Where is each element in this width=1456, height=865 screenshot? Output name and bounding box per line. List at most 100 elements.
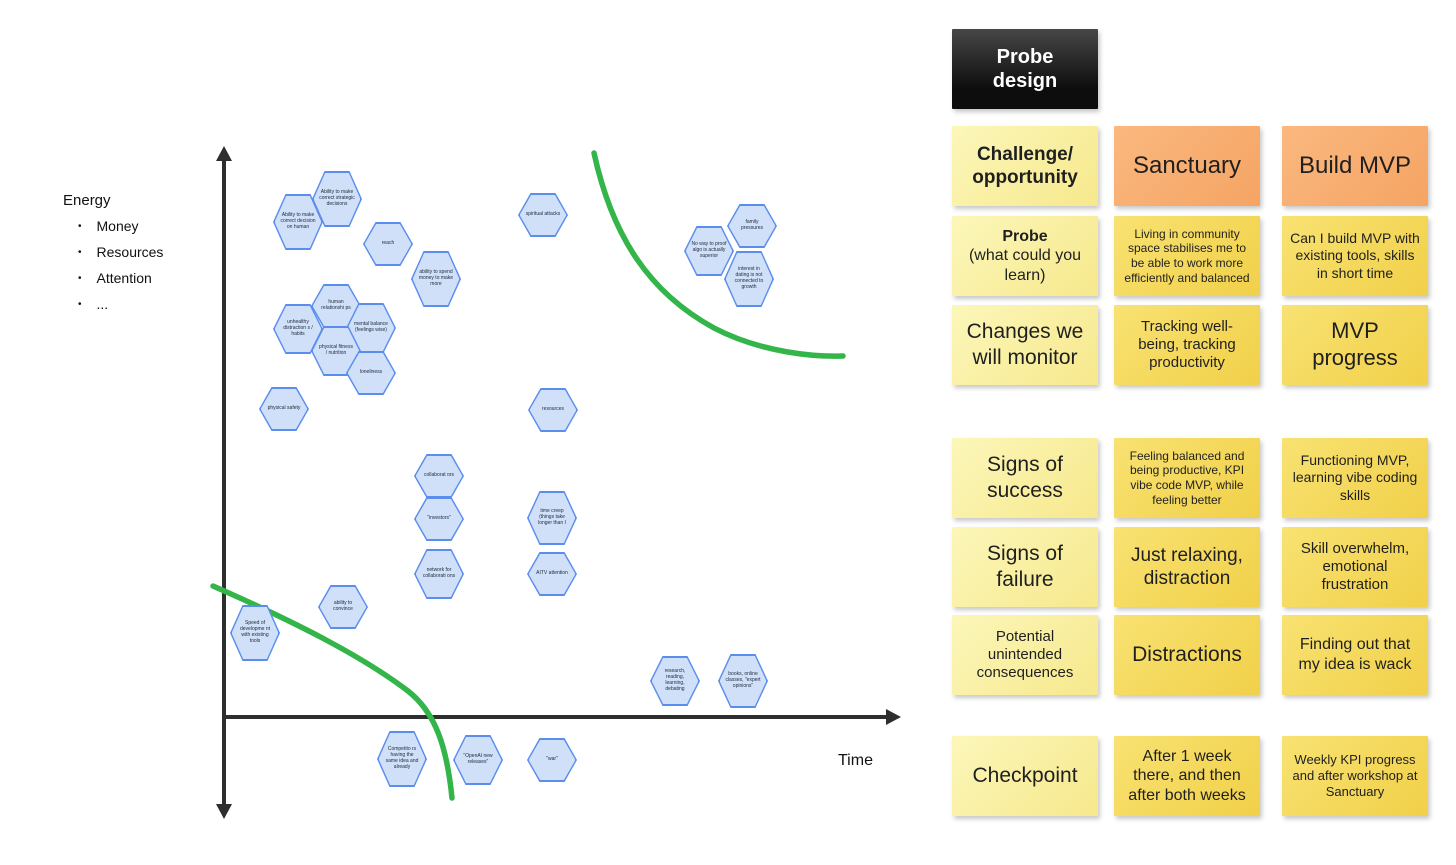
sticky-note[interactable]: Distractions <box>1114 615 1260 695</box>
hexagon-note[interactable]: Speed of developme nt with existing tool… <box>230 605 280 661</box>
sticky-note[interactable]: MVP progress <box>1282 305 1428 385</box>
hexagon-label: "investors" <box>427 515 451 522</box>
hexagon-note[interactable]: "OpenAI new releases" <box>453 735 503 785</box>
sticky-text: Checkpoint <box>972 764 1078 788</box>
hexagon-note[interactable]: books, online classes, "expert opinions" <box>718 654 768 708</box>
hexagon-label: Speed of developme nt with existing tool… <box>239 620 271 644</box>
sticky-note[interactable]: Probe(what could you learn) <box>952 216 1098 296</box>
energy-bullet-list: MoneyResourcesAttention... <box>78 213 164 317</box>
sticky-text: Weekly KPI progress and after workshop a… <box>1292 752 1418 799</box>
sticky-text: Skill overwhelm, emotional frustration <box>1300 539 1410 594</box>
sticky-note[interactable]: Signs of success <box>952 438 1098 518</box>
hexagon-label: "OpenAI new releases" <box>463 753 493 765</box>
sticky-note[interactable]: Probe design <box>952 29 1098 109</box>
sticky-note[interactable]: Tracking well-being, tracking productivi… <box>1114 305 1260 385</box>
sticky-text: Changes we will monitor <box>966 320 1084 369</box>
sticky-note[interactable]: Build MVP <box>1282 126 1428 206</box>
energy-bullet-item: Money <box>78 213 163 239</box>
hexagon-note[interactable]: interest in dating is not connected to g… <box>724 251 774 307</box>
hexagon-fill: unhealthy distraction s / habits <box>274 305 322 353</box>
hexagon-note[interactable]: AITV attention <box>527 552 577 596</box>
hexagon-fill: Ability to make correct decision on huma… <box>274 195 322 249</box>
sticky-text: Potential unintended consequences <box>976 627 1074 682</box>
sticky-note[interactable]: Signs of failure <box>952 527 1098 607</box>
hexagon-fill: physical fitness / nutrition <box>312 327 360 375</box>
hexagon-fill: interest in dating is not connected to g… <box>725 252 773 306</box>
hexagon-fill: ability to spend money to make more <box>412 252 460 306</box>
hexagon-note[interactable]: "war" <box>527 738 577 782</box>
sticky-text: Signs of failure <box>987 542 1063 591</box>
hexagon-note[interactable]: family pressures <box>727 204 777 248</box>
hexagon-label: family pressures <box>741 219 763 231</box>
hexagon-label: physical safety <box>267 405 301 412</box>
hexagon-label: unhealthy distraction s / habits <box>283 319 313 337</box>
sticky-note[interactable]: Functioning MVP, learning vibe coding sk… <box>1282 438 1428 518</box>
hexagon-label: No way to proof algo is actually superio… <box>691 241 727 259</box>
sticky-note[interactable]: Checkpoint <box>952 736 1098 816</box>
hexagon-note[interactable]: "investors" <box>414 497 464 541</box>
sticky-note[interactable]: Just relaxing, distraction <box>1114 527 1260 607</box>
y-axis-arrow-bottom-icon <box>216 804 232 819</box>
hexagon-note[interactable]: unhealthy distraction s / habits <box>273 304 323 354</box>
sticky-text: Finding out that my idea is wack <box>1298 636 1412 673</box>
sticky-text: MVP progress <box>1312 318 1398 370</box>
hexagon-note[interactable]: No way to proof algo is actually superio… <box>684 226 734 276</box>
sticky-text: Sanctuary <box>1132 152 1242 180</box>
sticky-text: After 1 week there, and then after both … <box>1128 747 1246 804</box>
sticky-note[interactable]: Living in community space stabilises me … <box>1114 216 1260 296</box>
hexagon-fill: time creep (things take longer than I <box>528 492 576 544</box>
hexagon-fill: books, online classes, "expert opinions" <box>719 655 767 707</box>
sticky-text: Build MVP <box>1298 152 1412 180</box>
sticky-note[interactable]: Weekly KPI progress and after workshop a… <box>1282 736 1428 816</box>
sticky-note[interactable]: Finding out that my idea is wack <box>1282 615 1428 695</box>
sticky-text: Signs of success <box>987 453 1063 502</box>
energy-bullet-item: Attention <box>78 265 163 291</box>
hexagon-note[interactable]: spiritual attacks <box>518 193 568 237</box>
hexagon-note[interactable]: time creep (things take longer than I <box>527 491 577 545</box>
sticky-note[interactable]: Potential unintended consequences <box>952 615 1098 695</box>
sticky-note[interactable]: Skill overwhelm, emotional frustration <box>1282 527 1428 607</box>
hexagon-label: loneliness <box>359 369 383 376</box>
sticky-note[interactable]: Sanctuary <box>1114 126 1260 206</box>
y-axis <box>222 158 226 804</box>
hexagon-fill: "war" <box>528 739 576 781</box>
hexagon-note[interactable]: loneliness <box>346 351 396 395</box>
sticky-note[interactable]: Can I build MVP with existing tools, ski… <box>1282 216 1428 296</box>
hexagon-note[interactable]: reach <box>363 222 413 266</box>
sticky-note[interactable]: After 1 week there, and then after both … <box>1114 736 1260 816</box>
hexagon-fill: Ability to make correct strategic decisi… <box>313 172 361 226</box>
hexagon-note[interactable]: network for collaborati ons <box>414 549 464 599</box>
hexagon-note[interactable]: ability to spend money to make more <box>411 251 461 307</box>
sticky-note[interactable]: Feeling balanced and being productive, K… <box>1114 438 1260 518</box>
hexagon-fill: "investors" <box>415 498 463 540</box>
hexagon-note[interactable]: ability to convince <box>318 585 368 629</box>
hexagon-label: research, reading, learning, debating <box>664 668 686 692</box>
x-axis-label: Time <box>838 752 873 769</box>
hexagon-note[interactable]: Ability to make correct strategic decisi… <box>312 171 362 227</box>
sticky-note[interactable]: Challenge/ opportunity <box>952 126 1098 206</box>
sticky-text: (what could you learn) <box>968 247 1082 284</box>
hexagon-note[interactable]: resources <box>528 388 578 432</box>
hexagon-label: ability to spend money to make more <box>418 269 454 287</box>
hexagon-fill: No way to proof algo is actually superio… <box>685 227 733 275</box>
hexagon-note[interactable]: collaborat ors <box>414 454 464 498</box>
hexagon-fill: spiritual attacks <box>519 194 567 236</box>
hexagon-label: time creep (things take longer than I <box>538 508 566 526</box>
hexagon-note[interactable]: physical fitness / nutrition <box>311 326 361 376</box>
hexagon-label: reach <box>381 240 395 247</box>
hexagon-fill: AITV attention <box>528 553 576 595</box>
sticky-note[interactable]: Changes we will monitor <box>952 305 1098 385</box>
sticky-text: Tracking well-being, tracking productivi… <box>1138 317 1236 372</box>
sticky-text: Functioning MVP, learning vibe coding sk… <box>1292 452 1418 503</box>
sticky-text: Can I build MVP with existing tools, ski… <box>1290 230 1420 281</box>
hexagon-note[interactable]: Ability to make correct decision on huma… <box>273 194 323 250</box>
hexagon-note[interactable]: research, reading, learning, debating <box>650 656 700 706</box>
hexagon-note[interactable]: mental balance (feelings wise) <box>346 303 396 353</box>
hexagon-note[interactable]: physical safety <box>259 387 309 431</box>
energy-bullet-item: ... <box>78 291 163 317</box>
hexagon-fill: Competito rs having the same idea and al… <box>378 732 426 786</box>
sticky-text: Feeling balanced and being productive, K… <box>1129 448 1245 507</box>
hexagon-label: resources <box>542 406 564 413</box>
hexagon-note[interactable]: Competito rs having the same idea and al… <box>377 731 427 787</box>
